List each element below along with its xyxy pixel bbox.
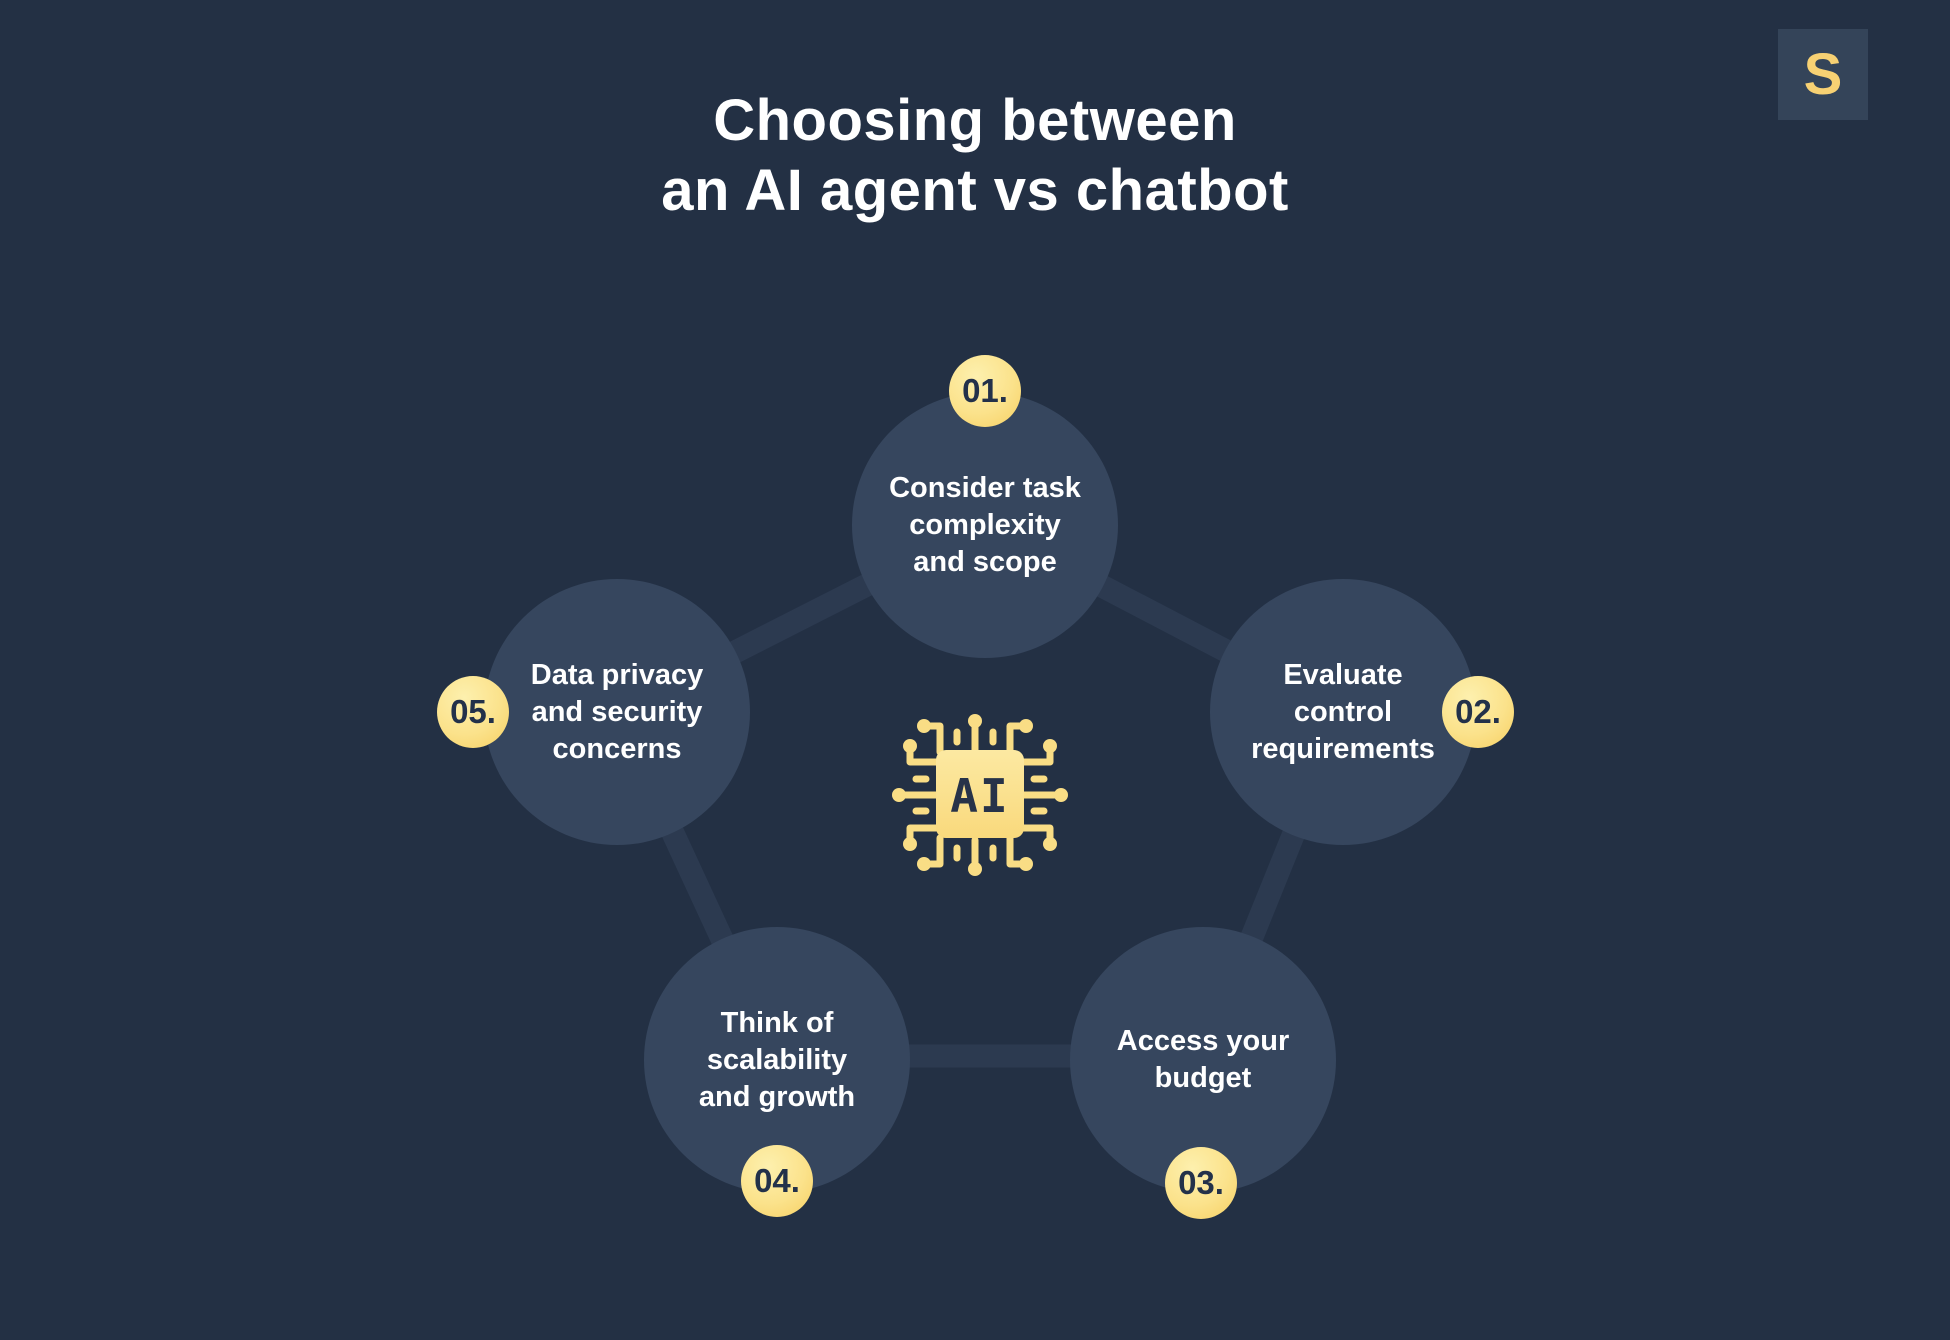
step-01-number-badge: 01. <box>949 355 1021 427</box>
step-circle-02: Evaluate control requirements <box>1210 579 1476 845</box>
step-02-label-line: Evaluate <box>1283 658 1403 691</box>
step-02-number-badge: 02. <box>1442 676 1514 748</box>
step-04-label: Think of scalability and growth <box>699 1005 855 1116</box>
step-circle-05: Data privacy and security concerns <box>484 579 750 845</box>
step-02-label-line: requirements <box>1251 732 1435 765</box>
step-01-label-line: Consider task <box>889 471 1081 504</box>
brand-logo: S <box>1778 29 1868 120</box>
step-04-label-line: Think of <box>720 1006 834 1039</box>
step-circle-03: Access your budget <box>1070 927 1336 1193</box>
page-title-line-1: Choosing between <box>713 88 1237 153</box>
step-circle-04: Think of scalability and growth <box>644 927 910 1193</box>
step-02-label-line: control <box>1293 695 1393 728</box>
ai-chip-icon: AI <box>892 714 1068 876</box>
step-01-label: Consider task complexity and scope <box>889 470 1081 581</box>
step-05-label-line: concerns <box>552 732 682 765</box>
step-04-label-line: and growth <box>698 1080 856 1113</box>
chip-body <box>936 750 1024 838</box>
step-03-label-line: Access your <box>1116 1025 1290 1057</box>
step-circle-01: Consider task complexity and scope <box>852 392 1118 658</box>
step-03-number-badge: 03. <box>1165 1147 1237 1219</box>
step-05-number-badge: 05. <box>437 676 509 748</box>
step-04-label-line: scalability <box>706 1043 848 1076</box>
step-05-label-line: and security <box>531 695 703 728</box>
step-05-label: Data privacy and security concerns <box>531 657 704 768</box>
step-04-number-badge: 04. <box>741 1145 813 1217</box>
page-title: Choosing between an AI agent vs chatbot <box>0 86 1950 226</box>
step-03-label: Access your budget <box>1117 1023 1290 1097</box>
brand-logo-letter: S <box>1803 41 1843 107</box>
step-03-label-line: budget <box>1154 1062 1252 1094</box>
step-05-label-line: Data privacy <box>530 658 704 691</box>
step-02-label: Evaluate control requirements <box>1251 657 1435 768</box>
step-01-label-line: complexity <box>909 508 1061 541</box>
chip-ai-text: AI <box>950 769 1009 823</box>
page-title-line-2: an AI agent vs chatbot <box>661 158 1289 223</box>
step-01-label-line: and scope <box>913 545 1057 578</box>
